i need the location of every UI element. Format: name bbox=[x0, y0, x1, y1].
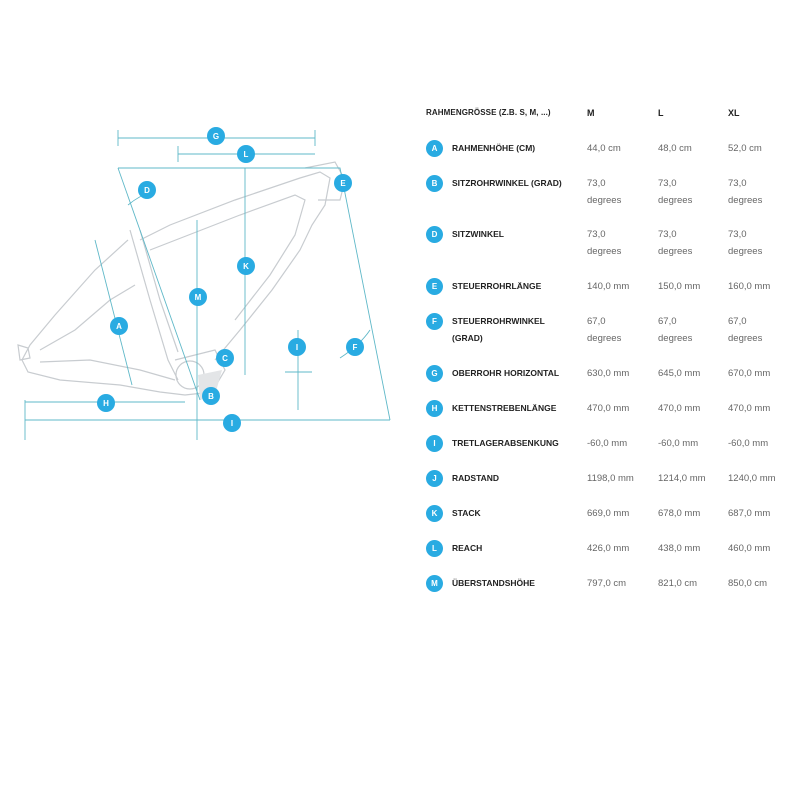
row-value: 669,0 mm bbox=[587, 508, 630, 519]
row-value: 1240,0 mm bbox=[728, 473, 776, 484]
svg-text:A: A bbox=[116, 322, 122, 331]
row-value: 645,0 mm bbox=[658, 368, 701, 379]
row-letter-badge: G bbox=[426, 365, 443, 382]
row-value: -60,0 mm bbox=[658, 438, 699, 449]
column-header-size: XL bbox=[728, 108, 740, 118]
svg-text:B: B bbox=[208, 392, 214, 401]
row-value: 67,0 degrees bbox=[728, 316, 763, 344]
row-label: STEUERROHRWINKEL (GRAD) bbox=[452, 316, 545, 343]
row-letter-badge: F bbox=[426, 313, 443, 330]
column-header-size: L bbox=[658, 108, 664, 118]
row-label: STACK bbox=[452, 508, 481, 518]
row-value: 678,0 mm bbox=[658, 508, 701, 519]
row-value: 73,0 degrees bbox=[587, 229, 622, 257]
svg-text:K: K bbox=[243, 262, 249, 271]
row-label: OBERROHR HORIZONTAL bbox=[452, 368, 560, 378]
svg-text:I: I bbox=[231, 419, 233, 428]
row-value: 52,0 cm bbox=[728, 143, 762, 154]
row-label: KETTENSTREBENLÄNGE bbox=[452, 403, 557, 413]
row-letter-badge: K bbox=[426, 505, 443, 522]
row-letter-badge: J bbox=[426, 470, 443, 487]
svg-text:C: C bbox=[222, 354, 228, 363]
row-value: 850,0 cm bbox=[728, 578, 768, 589]
row-value: 821,0 cm bbox=[658, 578, 698, 589]
row-letter-badge: H bbox=[426, 400, 443, 417]
row-label: TRETLAGERABSENKUNG bbox=[452, 438, 559, 448]
diagram-badge-m: M bbox=[189, 288, 207, 306]
row-value: 670,0 mm bbox=[728, 368, 771, 379]
diagram-badge-l: L bbox=[237, 145, 255, 163]
diagram-badge-b: B bbox=[202, 387, 220, 405]
diagram-badge-h: H bbox=[97, 394, 115, 412]
svg-text:H: H bbox=[103, 399, 109, 408]
row-value: 1198,0 mm bbox=[587, 473, 634, 484]
row-value: 44,0 cm bbox=[587, 143, 621, 154]
row-value: 470,0 mm bbox=[658, 403, 701, 414]
row-letter-badge: B bbox=[426, 175, 443, 192]
row-value: 48,0 cm bbox=[658, 143, 692, 154]
diagram-badge-k: K bbox=[237, 257, 255, 275]
row-label: SITZROHRWINKEL (GRAD) bbox=[452, 178, 562, 188]
row-value: -60,0 mm bbox=[587, 438, 628, 449]
diagram-badge-f: F bbox=[346, 338, 364, 356]
row-letter-badge: M bbox=[426, 575, 443, 592]
row-label: RADSTAND bbox=[452, 473, 500, 483]
row-value: 687,0 mm bbox=[728, 508, 771, 519]
bike-frame-outline bbox=[17, 161, 346, 396]
row-value: 73,0 degrees bbox=[587, 178, 622, 206]
row-value: 67,0 degrees bbox=[658, 316, 693, 344]
row-letter-badge: D bbox=[426, 226, 443, 243]
frame-geometry-diagram: G L D E K M A I F C B H I bbox=[17, 127, 391, 440]
row-letter-badge: L bbox=[426, 540, 443, 557]
svg-text:D: D bbox=[144, 186, 150, 195]
diagram-badge-g: G bbox=[207, 127, 225, 145]
row-value: 150,0 mm bbox=[658, 281, 701, 292]
row-value: 67,0 degrees bbox=[587, 316, 622, 344]
diagram-badge-e: E bbox=[334, 174, 352, 192]
diagram-badge-i-lower: I bbox=[223, 414, 241, 432]
row-value: 470,0 mm bbox=[728, 403, 771, 414]
row-value: 73,0 degrees bbox=[728, 178, 763, 206]
row-value: 73,0 degrees bbox=[658, 178, 693, 206]
row-letter-badge: A bbox=[426, 140, 443, 157]
row-letter-badge: I bbox=[426, 435, 443, 452]
row-value: 630,0 mm bbox=[587, 368, 630, 379]
row-label: STEUERROHRLÄNGE bbox=[452, 281, 542, 291]
row-value: 160,0 mm bbox=[728, 281, 771, 292]
svg-text:I: I bbox=[296, 343, 298, 352]
dimension-lines bbox=[24, 130, 391, 440]
row-label: SITZWINKEL bbox=[452, 229, 504, 239]
svg-text:M: M bbox=[195, 293, 202, 302]
row-value: 73,0 degrees bbox=[728, 229, 763, 257]
column-header-size: M bbox=[587, 108, 595, 118]
row-value: -60,0 mm bbox=[728, 438, 769, 449]
row-value: 426,0 mm bbox=[587, 543, 630, 554]
row-label: REACH bbox=[452, 543, 483, 553]
row-label: ÜBERSTANDSHÖHE bbox=[452, 578, 535, 588]
row-value: 460,0 mm bbox=[728, 543, 771, 554]
row-value: 470,0 mm bbox=[587, 403, 630, 414]
svg-text:L: L bbox=[244, 150, 249, 159]
row-value: 797,0 cm bbox=[587, 578, 627, 589]
svg-text:E: E bbox=[340, 179, 346, 188]
row-label: RAHMENHÖHE (CM) bbox=[452, 143, 536, 153]
diagram-badge-i-upper: I bbox=[288, 338, 306, 356]
row-value: 73,0 degrees bbox=[658, 229, 693, 257]
row-value: 438,0 mm bbox=[658, 543, 701, 554]
svg-text:G: G bbox=[213, 132, 219, 141]
diagram-badge-c: C bbox=[216, 349, 234, 367]
diagram-badge-a: A bbox=[110, 317, 128, 335]
table-header-label: RAHMENGRÖSSE (Z.B. S, M, ...) bbox=[426, 108, 551, 117]
svg-text:F: F bbox=[353, 343, 358, 352]
row-value: 140,0 mm bbox=[587, 281, 630, 292]
diagram-badge-d: D bbox=[138, 181, 156, 199]
row-value: 1214,0 mm bbox=[658, 473, 706, 484]
row-letter-badge: E bbox=[426, 278, 443, 295]
